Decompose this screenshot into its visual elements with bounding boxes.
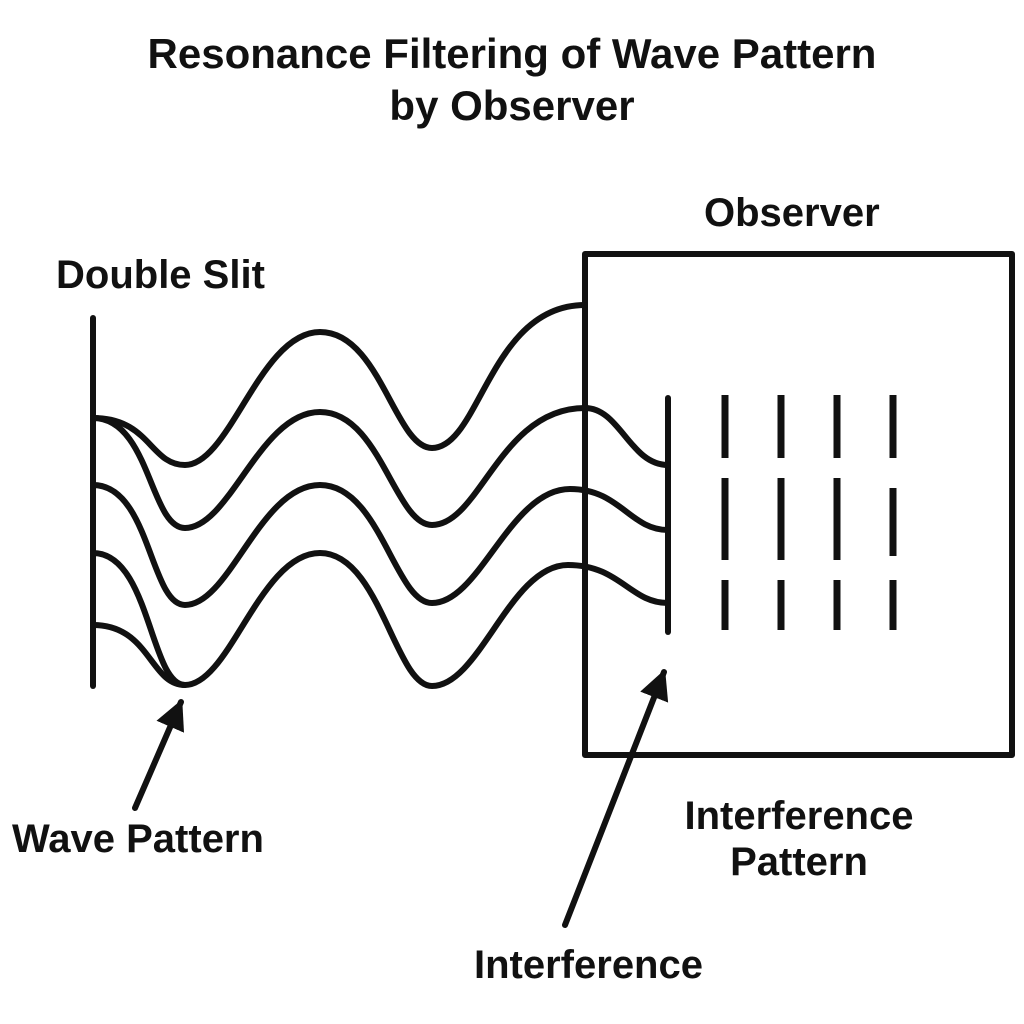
wave-2 [90,405,671,531]
diagram-title: Resonance Filtering of Wave Pattern by O… [0,28,1024,132]
observer-box [582,251,1015,758]
interference-arrow [562,669,669,928]
wave-3 [90,482,671,608]
wave-pattern-arrow [132,699,185,811]
wave-5 [90,622,188,688]
wave-1 [90,302,588,468]
title-line-1: Resonance Filtering of Wave Pattern [147,30,877,77]
interference-fringes [721,395,897,630]
interference-label: Interference [474,943,703,987]
interference-pattern-label-line-1: Interference [684,794,914,838]
observer-label: Observer [704,191,880,235]
title-line-2: by Observer [389,82,635,129]
interference-pattern-label-line-2: Pattern [730,840,868,884]
interference-pattern-label: Interference Pattern [664,793,934,885]
wave-4 [90,550,671,689]
double-slit-label: Double Slit [56,253,265,297]
wave-pattern-label: Wave Pattern [12,817,264,861]
